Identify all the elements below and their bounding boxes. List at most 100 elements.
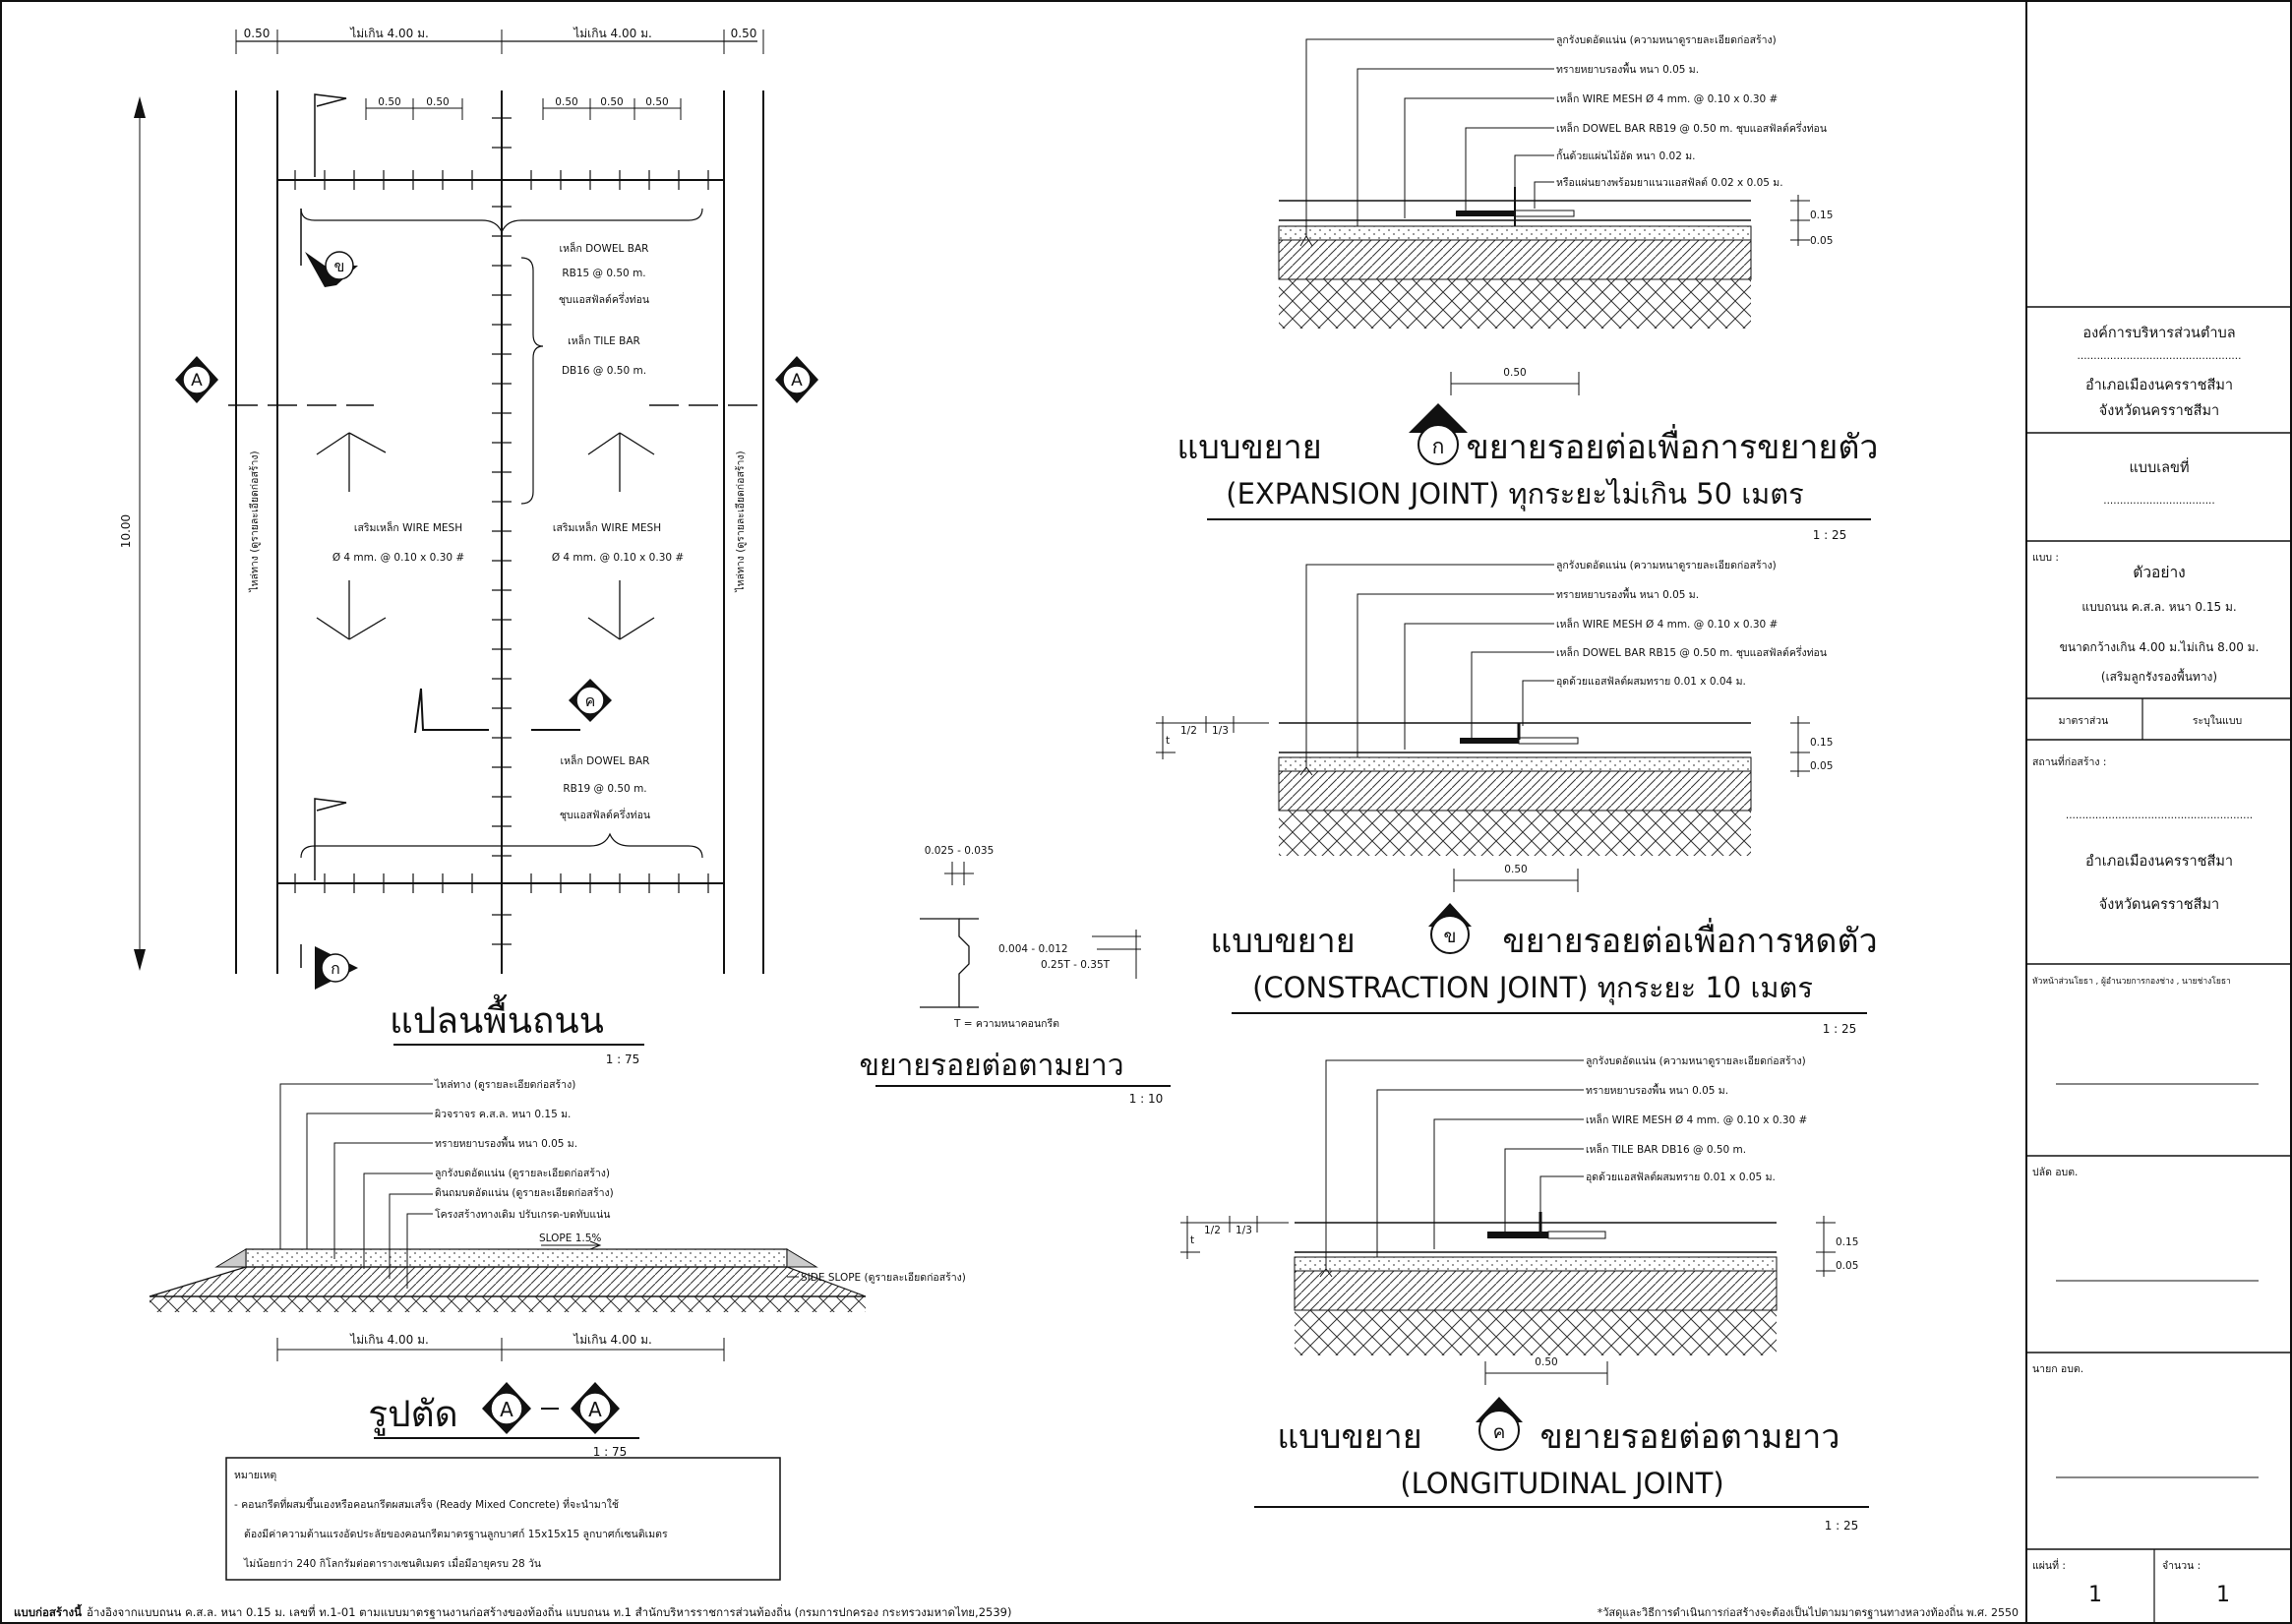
plan-label: แบบ : [2032,552,2059,564]
note-title: หมายเหตุ [234,1470,276,1481]
svg-text:ข: ข [1444,926,1457,947]
detail-marker-ko: ก [1409,403,1468,465]
slope-label: SLOPE 1.5% [539,1233,601,1244]
con-label-2: เหล็ก WIRE MESH Ø 4 mm. @ 0.10 x 0.30 # [1556,617,1778,631]
longitudinal-joint-detail: t 1/2 1/3 ลูกรังบดอัดแน่น (ความหนาดูรายล… [1180,1054,1869,1533]
lj-t-note: T = ความหนาคอนกรีต [953,1017,1059,1030]
district: อำเภอเมืองนครราชสีมา [2085,377,2233,393]
expansion-joint-detail: ลูกรังบดอัดแน่น (ความหนาดูรายละเอียดก่อส… [1176,33,1878,542]
svg-text:ข: ข [334,257,345,275]
flag-icon [314,93,347,177]
dowel-top-0: เหล็ก DOWEL BAR [560,241,649,255]
section-dim-1: ไม่เกิน 4.00 ม. [573,1333,652,1347]
lon-side-third: 1/3 [1236,1225,1252,1236]
exp-title-prefix: แบบขยาย [1176,428,1321,467]
tie-bar-0: เหล็ก TILE BAR [568,333,640,347]
con-title-prefix: แบบขยาย [1210,922,1355,961]
note-line-0: - คอนกรีตที่ผสมขึ้นเองหรือคอนกรีตผสมเสร็… [234,1497,619,1511]
section-label-4: ดินถมบดอัดแน่น (ดูรายละเอียดก่อสร้าง) [435,1186,614,1199]
detail-marker-ko: ก [300,944,358,990]
sheet-value: 1 [2088,1583,2102,1607]
exp-dim: 0.50 [1503,367,1526,379]
scale-label: มาตราส่วน [2059,715,2109,727]
footer-left: แบบก่อสร้างนี้อ้างอิงจากแบบถนน ค.ส.ล. หน… [14,1603,1011,1619]
dim-top-3: 0.50 [731,27,757,40]
con-side-half: 1/2 [1180,725,1197,737]
sheet-no-dots: .................................. [2103,495,2214,507]
sign-1-label: หัวหน้าส่วนโยธา , ผู้อำนวยการกองช่าง , น… [2032,976,2231,987]
section-label-2: ทรายหยาบรองพื้น หนา 0.05 ม. [435,1136,577,1150]
dowel-bottom-1: RB19 @ 0.50 m. [563,783,646,795]
lon-thick-1: 0.05 [1836,1260,1858,1272]
exp-scale: 1 : 25 [1813,528,1847,542]
note-box: หมายเหตุ - คอนกรีตที่ผสมขึ้นเองหรือคอนกร… [225,1457,781,1581]
con-side-third: 1/3 [1212,725,1229,737]
mesh-left-0: เสริมเหล็ก WIRE MESH [354,520,462,534]
lj-dim-side-1: 0.004 - 0.012 [998,943,1068,955]
desc-1: แบบถนน ค.ส.ล. หนา 0.15 ม. [2081,600,2236,614]
total-value: 1 [2216,1583,2230,1607]
example: ตัวอย่าง [2133,564,2185,581]
org-name: องค์การบริหารส่วนตำบล [2082,325,2235,341]
spacing-left-1: 0.50 [426,96,449,108]
lj-title: ขยายรอยต่อตามยาว [859,1049,1123,1083]
lon-label-2: เหล็ก WIRE MESH Ø 4 mm. @ 0.10 x 0.30 # [1586,1113,1807,1126]
dowel-bottom-0: เหล็ก DOWEL BAR [561,753,650,767]
exp-label-0: ลูกรังบดอัดแน่น (ความหนาดูรายละเอียดก่อส… [1556,33,1777,46]
lon-label-4: อุดด้วยแอสฟัลต์ผสมทราย 0.01 x 0.05 ม. [1586,1171,1776,1183]
site-province: จังหวัดนครราชสีมา [2099,896,2219,913]
lon-dim: 0.50 [1535,1356,1557,1368]
shoulder-label-right: ไหล่ทาง (ดูรายละเอียดก่อสร้าง) [734,451,747,592]
dim-top-0: 0.50 [244,27,271,40]
lon-thick-0: 0.15 [1836,1236,1858,1248]
spacing-right-0: 0.50 [555,96,577,108]
con-thick-0: 0.15 [1810,737,1833,749]
shoulder-label-left: ไหล่ทาง (ดูรายละเอียดก่อสร้าง) [248,451,261,592]
flag-icon [314,798,347,880]
detail-marker-kha: ข [300,209,358,287]
lj-scale: 1 : 10 [1129,1092,1164,1106]
lon-label-1: ทรายหยาบรองพื้น หนา 0.05 ม. [1586,1083,1728,1097]
exp-label-4: กั้นด้วยแผ่นไม้อัด หนา 0.02 ม. [1556,149,1695,162]
dim-top-1: ไม่เกิน 4.00 ม. [349,27,429,40]
mesh-right-1: Ø 4 mm. @ 0.10 x 0.30 # [552,552,684,564]
con-label-3: เหล็ก DOWEL BAR RB15 @ 0.50 m. ชุบแอสฟัล… [1556,645,1827,659]
lon-title-sub: (LONGITUDINAL JOINT) [1400,1467,1723,1500]
exp-thick-0: 0.15 [1810,210,1833,221]
road-plan: 0.50 ไม่เกิน 4.00 ม. ไม่เกิน 4.00 ม. 0.5… [119,27,818,1066]
sheet-no-label: แบบเลขที่ [2129,457,2189,476]
con-dim: 0.50 [1504,864,1527,875]
lon-title-prefix: แบบขยาย [1277,1417,1421,1457]
sign-2-label: ปลัด อบต. [2032,1167,2078,1178]
dim-top-2: ไม่เกิน 4.00 ม. [573,27,652,40]
section-label-0: ไหล่ทาง (ดูรายละเอียดก่อสร้าง) [434,1078,575,1091]
exp-title-sub: (EXPANSION JOINT) ทุกระยะไม่เกิน 50 เมตร [1226,477,1803,511]
mesh-right-0: เสริมเหล็ก WIRE MESH [553,520,661,534]
lon-title-main: ขยายรอยต่อตามยาว [1540,1417,1840,1457]
title-block: องค์การบริหารส่วนตำบล ..................… [2025,1,2291,1623]
exp-label-5: หรือแผ่นยางพร้อมยาแนวแอสฟัลต์ 0.02 x 0.0… [1556,176,1783,189]
section-marker-a: A [571,1382,620,1434]
section-label-1: ผิวจราจร ค.ส.ล. หนา 0.15 ม. [435,1109,571,1120]
lon-side-t: t [1190,1234,1194,1246]
svg-text:A: A [500,1398,513,1421]
mesh-left-1: Ø 4 mm. @ 0.10 x 0.30 # [332,552,464,564]
lon-label-3: เหล็ก TILE BAR DB16 @ 0.50 m. [1586,1142,1746,1156]
province: จังหวัดนครราชสีมา [2099,402,2219,419]
dim-length: 10.00 [119,514,133,548]
lj-dim-side-2: 0.25T - 0.35T [1041,959,1111,971]
desc-2: ขนาดกว้างเกิน 4.00 ม.ไม่เกิน 8.00 ม. [2060,640,2260,654]
svg-text:ก: ก [1432,435,1445,458]
svg-text:A: A [791,371,803,391]
dowel-top-2: ชุบแอสฟัลต์ครึ่งท่อน [559,292,649,306]
footer: แบบก่อสร้างนี้อ้างอิงจากแบบถนน ค.ส.ล. หน… [14,1603,2019,1619]
section-scale: 1 : 75 [593,1445,628,1459]
note-line-2: ไม่น้อยกว่า 240 กิโลกรัมต่อตารางเซนติเมต… [243,1556,541,1570]
lon-scale: 1 : 25 [1825,1519,1859,1533]
lj-dim-top: 0.025 - 0.035 [925,845,995,857]
footer-right: *วัสดุและวิธีการดำเนินการก่อสร้างจะต้องเ… [1598,1604,2019,1619]
con-scale: 1 : 25 [1823,1022,1857,1036]
site-district: อำเภอเมืองนครราชสีมา [2085,853,2233,870]
